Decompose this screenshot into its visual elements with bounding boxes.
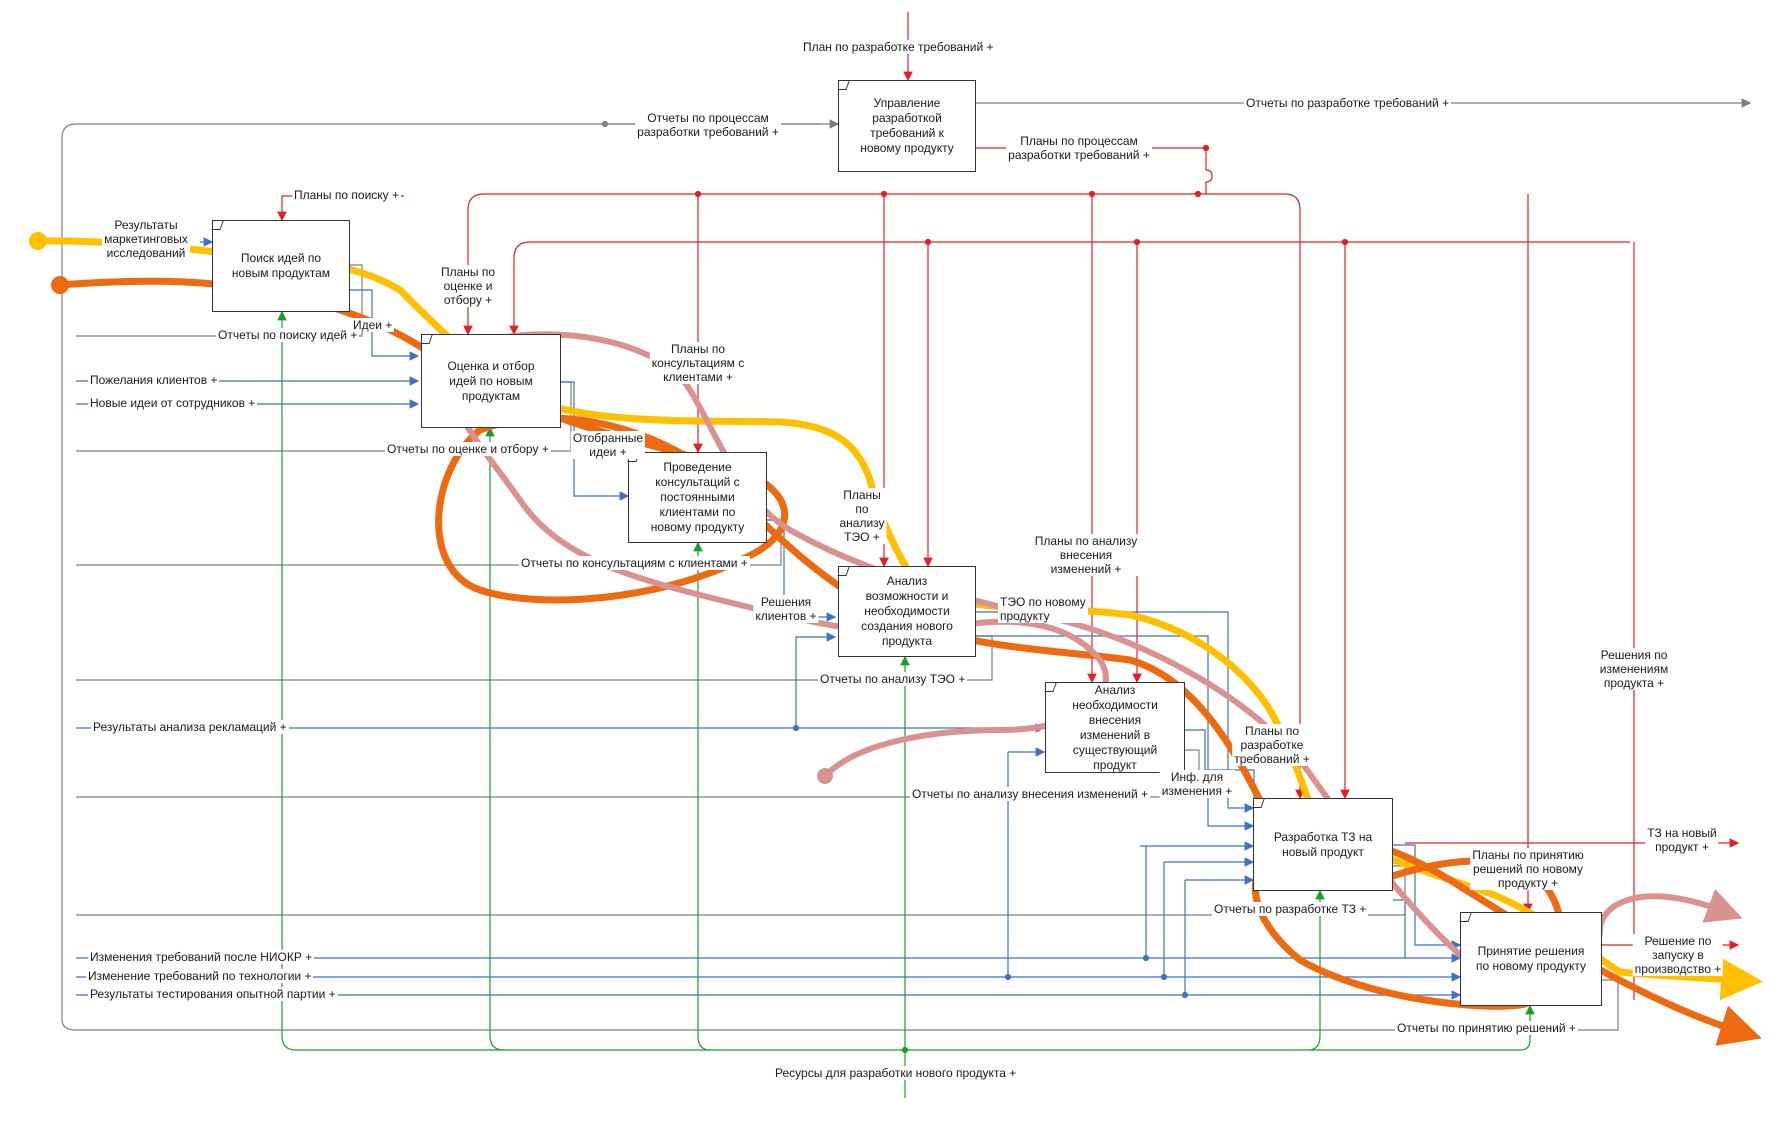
label-plans-decision: Планы по принятию решений по новому прод…	[1470, 848, 1586, 890]
box-label: Принятие решения по новому продукту	[1475, 944, 1587, 973]
box-decision[interactable]: Принятие решения по новому продукту	[1459, 912, 1602, 1006]
label-wishes: Пожелания клиентов +	[88, 373, 220, 387]
label-resources: Ресурсы для разработки нового продукта +	[773, 1066, 1019, 1080]
label-req-tech: Изменение требований по технологии +	[86, 969, 314, 983]
box-label: Анализ необходимости внесения изменений …	[1072, 682, 1158, 772]
label-teo: ТЭО по новому продукту	[998, 595, 1088, 623]
box-develop-tz[interactable]: Разработка ТЗ на новый продукт	[1252, 798, 1393, 891]
label-ideas: Идеи +	[351, 318, 395, 332]
label-rep-changes: Отчеты по анализу внесения изменений +	[910, 787, 1151, 801]
label-plans-changes: Планы по анализу внесения изменений +	[1032, 534, 1140, 576]
control-lines	[277, 12, 1740, 1000]
label-plans-proc: Планы по процессам разработки требований…	[1006, 134, 1152, 162]
label-rep-req: Отчеты по разработке требований +	[1244, 96, 1452, 110]
label-plans-eval: Планы по оценке и отбору +	[438, 265, 498, 307]
label-rep-search: Отчеты по поиску идей +	[216, 328, 360, 342]
box-feasibility-analysis[interactable]: Анализ возможности и необходимости созда…	[837, 566, 976, 657]
box-search-ideas[interactable]: Поиск идей по новым продуктам	[211, 220, 350, 312]
label-new-ideas: Новые идеи от сотрудников +	[88, 396, 258, 410]
label-plans-teo: Планы по анализу ТЭО +	[837, 488, 887, 544]
label-rep-tz: Отчеты по разработке ТЗ +	[1212, 902, 1369, 916]
label-decisions: Решения клиентов +	[753, 595, 819, 623]
label-rep-decisions: Отчеты по принятию решений +	[1395, 1021, 1578, 1035]
label-rep-eval: Отчеты по оценке и отбору +	[385, 442, 551, 456]
label-complaints: Результаты анализа рекламаций +	[91, 720, 289, 734]
label-plan-req: План по разработке требований +	[801, 40, 996, 54]
label-info-changes: Инф. для изменения +	[1159, 770, 1235, 798]
box-manage-requirements[interactable]: Управление разработкой требований к ново…	[837, 80, 976, 172]
label-req-niokr: Изменения требований после НИОКР +	[88, 950, 315, 964]
box-label: Оценка и отбор идей по новым продуктам	[447, 358, 535, 403]
label-plans-consult: Планы по консультациям с клиентами +	[649, 342, 747, 384]
box-label: Поиск идей по новым продуктам	[231, 251, 331, 280]
box-label: Проведение консультаций с постоянными кл…	[650, 460, 745, 534]
label-tz: ТЗ на новый продукт +	[1645, 826, 1719, 854]
label-marketing-results: Результаты маркетинговых исследований	[102, 218, 190, 260]
box-client-consultations[interactable]: Проведение консультаций с постоянными кл…	[627, 452, 767, 543]
label-plans-search: Планы по поиску +	[292, 188, 401, 202]
box-label: Разработка ТЗ на новый продукт	[1273, 829, 1373, 859]
mechanism-lines	[277, 310, 1535, 1098]
label-rep-teo: Отчеты по анализу ТЭО +	[818, 672, 968, 686]
box-label: Анализ возможности и необходимости созда…	[861, 574, 953, 648]
box-label: Управление разработкой требований к ново…	[860, 96, 954, 155]
box-change-analysis[interactable]: Анализ необходимости внесения изменений …	[1044, 682, 1185, 773]
label-selected: Отобранные идеи +	[570, 431, 646, 459]
label-rep-proc: Отчеты по процессам разработки требовани…	[635, 111, 781, 139]
label-test-results: Результаты тестирования опытной партии +	[88, 987, 338, 1001]
box-evaluate-ideas[interactable]: Оценка и отбор идей по новым продуктам	[420, 334, 561, 428]
label-launch-decision: Решение по запуску в производство +	[1632, 934, 1724, 976]
label-rep-consult: Отчеты по консультациям с клиентами +	[519, 556, 750, 570]
label-decisions-changes: Решения по изменениям продукта +	[1597, 648, 1671, 690]
label-plans-tz: Планы по разработке требований +	[1232, 724, 1312, 766]
